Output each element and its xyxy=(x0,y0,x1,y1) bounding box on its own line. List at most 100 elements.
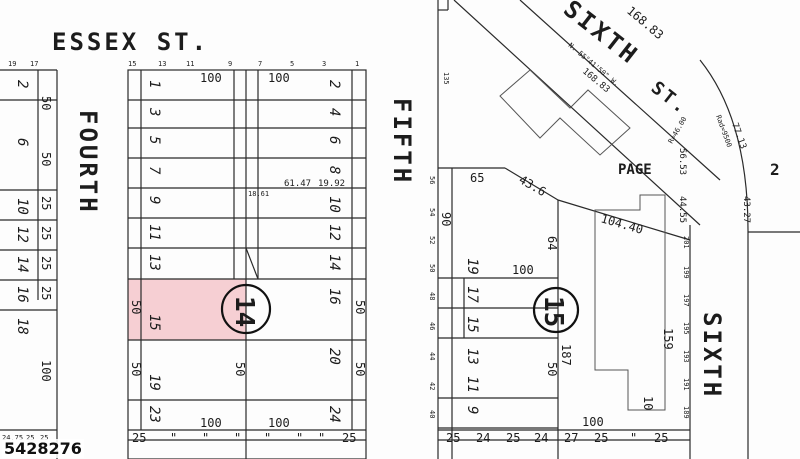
b14-lot: 16 xyxy=(326,288,342,305)
bottom-num: 24 xyxy=(476,431,490,445)
b15-dim: 10 xyxy=(641,396,655,410)
sixth-dim: Rad=9500 xyxy=(714,114,733,148)
bottom-num: 25 xyxy=(654,431,668,445)
bottom-left-num: 25 xyxy=(26,434,34,442)
b14-lot: 20 xyxy=(326,348,342,365)
b14-lot: 14 xyxy=(326,254,342,271)
sixth-dim: 77.13 xyxy=(729,122,748,151)
bottom-mid-num: " xyxy=(170,431,177,445)
b14-top-num: 7 xyxy=(258,60,262,68)
b14-dim-top-right: 100 xyxy=(268,71,290,85)
b14-top-num: 13 xyxy=(158,60,166,68)
b15-left-num: 54 xyxy=(428,208,436,216)
b14-lot: 7 xyxy=(146,166,162,175)
b14-dim-fifty: 50 xyxy=(129,300,143,314)
left-lot: 2 xyxy=(14,80,30,88)
mls-number: 5428276 xyxy=(2,439,84,458)
b15-lot: 13 xyxy=(464,348,480,365)
b15-lot: 11 xyxy=(464,376,480,393)
b14-lot: 9 xyxy=(146,196,162,204)
b14-lot: 10 xyxy=(326,196,342,213)
b14-dim-fifty: 50 xyxy=(129,362,143,376)
b15-left-num: 50 xyxy=(428,264,436,272)
b14-lot: 12 xyxy=(326,224,342,241)
b15-dim: 50 xyxy=(545,362,559,376)
b14-top-num: 3 xyxy=(322,60,326,68)
b14-lot: 19 xyxy=(146,374,162,391)
sixth-num: 195 xyxy=(682,322,690,335)
b14-top-num: 5 xyxy=(290,60,294,68)
sixth-dim: R=46.00 xyxy=(667,115,689,145)
b14-lot: 11 xyxy=(146,224,162,241)
bottom-num: " xyxy=(630,431,637,445)
b14-dim-mid-a: 61.47 xyxy=(284,179,311,189)
b15-left-num: 48 xyxy=(428,292,436,300)
highlighted-lot-15 xyxy=(128,279,246,340)
sixth-dim: 56.53 xyxy=(677,148,687,175)
b14-top-num: 1 xyxy=(355,60,359,68)
b14-top-num: 9 xyxy=(228,60,232,68)
b14-lot: 24 xyxy=(326,406,342,423)
bottom-left-num: 24.75 xyxy=(2,434,23,442)
b14-dim-mid-b: 19.92 xyxy=(318,179,345,189)
b14-dim-fifty: 50 xyxy=(233,362,247,376)
b14-dim-bottom-right: 100 xyxy=(268,416,290,430)
b14-lot: 8 xyxy=(326,166,342,174)
b14-lot-highlighted: 15 xyxy=(146,314,162,331)
left-lot: 12 xyxy=(14,226,30,243)
b15-left-num: 52 xyxy=(428,236,436,244)
b14-dim-fifty: 50 xyxy=(353,362,367,376)
bottom-mid-num: " xyxy=(264,431,271,445)
b15-left-num: 56 xyxy=(428,176,436,184)
left-dim: 25 xyxy=(39,226,53,240)
b14-lot: 23 xyxy=(146,406,162,423)
sixth-num: 201 xyxy=(682,236,690,249)
left-dim: 25 xyxy=(39,196,53,210)
left-lot: 18 xyxy=(14,318,30,335)
b15-dim: 64 xyxy=(545,236,559,250)
b14-lot: 13 xyxy=(146,254,162,271)
left-dim: 25 xyxy=(39,286,53,300)
b14-dim-bottom-left: 100 xyxy=(200,416,222,430)
b15-dim: 90 xyxy=(439,212,453,226)
b15-lot: 9 xyxy=(464,406,480,414)
bottom-num: 25 xyxy=(446,431,460,445)
b15-left-num: 42 xyxy=(428,382,436,390)
b14-lot: 2 xyxy=(326,80,342,88)
sixth-num: 191 xyxy=(682,378,690,391)
block-2-label: 2 xyxy=(770,160,780,179)
b15-dim: 104.40 xyxy=(599,211,645,236)
left-lot: 14 xyxy=(14,256,30,273)
b14-lot: 6 xyxy=(326,136,342,144)
street-sixth-right: SIXTH xyxy=(698,312,726,399)
b14-dim-top-left: 100 xyxy=(200,71,222,85)
b14-lot: 1 xyxy=(146,80,162,88)
left-dim: 25 xyxy=(39,256,53,270)
block15-circle xyxy=(532,286,580,334)
b14-dim-fifty: 50 xyxy=(353,300,367,314)
b14-top-num: 11 xyxy=(186,60,194,68)
left-lot-top: 17 xyxy=(30,60,38,68)
b15-lot: 15 xyxy=(464,316,480,333)
sixth-num: 197 xyxy=(682,294,690,307)
sixth-dim: 44.55 xyxy=(677,196,687,223)
sixth-num: 189 xyxy=(682,406,690,419)
left-dim: 50 xyxy=(39,96,53,110)
bottom-mid-num: 25 xyxy=(132,431,146,445)
b15-left-num: 135 xyxy=(442,72,450,85)
bottom-mid-num: " xyxy=(296,431,303,445)
bottom-mid-num: " xyxy=(234,431,241,445)
b15-dim: 100 xyxy=(512,263,534,277)
left-lot: 16 xyxy=(14,286,30,303)
b15-left-num: 46 xyxy=(428,322,436,330)
bottom-num: 27 xyxy=(564,431,578,445)
block-15-label: 15 xyxy=(538,296,568,327)
block-14-label: 14 xyxy=(229,296,259,327)
street-fourth: FOURTH xyxy=(74,110,102,215)
buildings xyxy=(499,69,666,411)
street-sixth-st: ST. xyxy=(647,77,693,119)
street-fifth: FIFTH xyxy=(388,98,416,185)
block14-circle xyxy=(220,283,272,335)
b14-lot: 5 xyxy=(146,136,162,144)
